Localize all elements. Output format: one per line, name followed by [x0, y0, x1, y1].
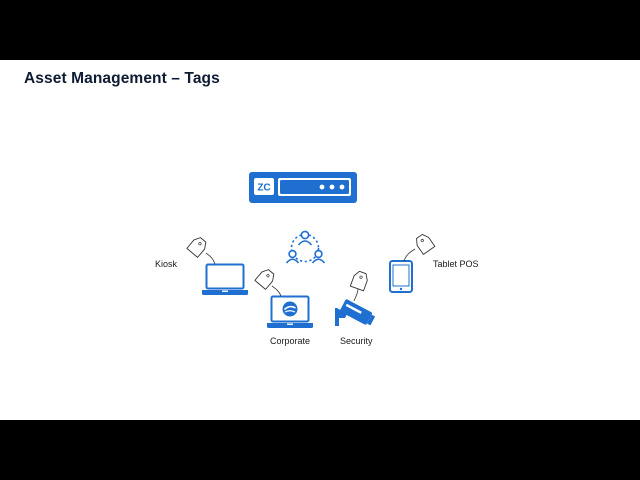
server-appliance-icon: ZC: [249, 172, 357, 203]
kiosk-label: Kiosk: [155, 259, 178, 269]
slide: Asset Management – Tags ZC: [0, 60, 640, 420]
corporate-tag-icon: [254, 269, 282, 297]
server-logo-text: ZC: [257, 183, 270, 194]
kiosk-tag-icon: [186, 237, 216, 265]
tablet-tag-icon: [403, 233, 436, 262]
security-label: Security: [340, 336, 373, 346]
corporate-laptop-icon: [267, 295, 313, 328]
corporate-label: Corporate: [270, 336, 311, 346]
tablet-pos-label: Tablet POS: [433, 259, 479, 269]
security-camera-icon: [335, 299, 376, 326]
asset-diagram: ZC: [186, 172, 436, 328]
security-tag-icon: [349, 270, 368, 302]
kiosk-laptop-icon: [202, 263, 248, 295]
slide-title: Asset Management – Tags: [24, 70, 220, 87]
user-group-icon: [285, 230, 326, 264]
tablet-icon: [389, 260, 413, 293]
